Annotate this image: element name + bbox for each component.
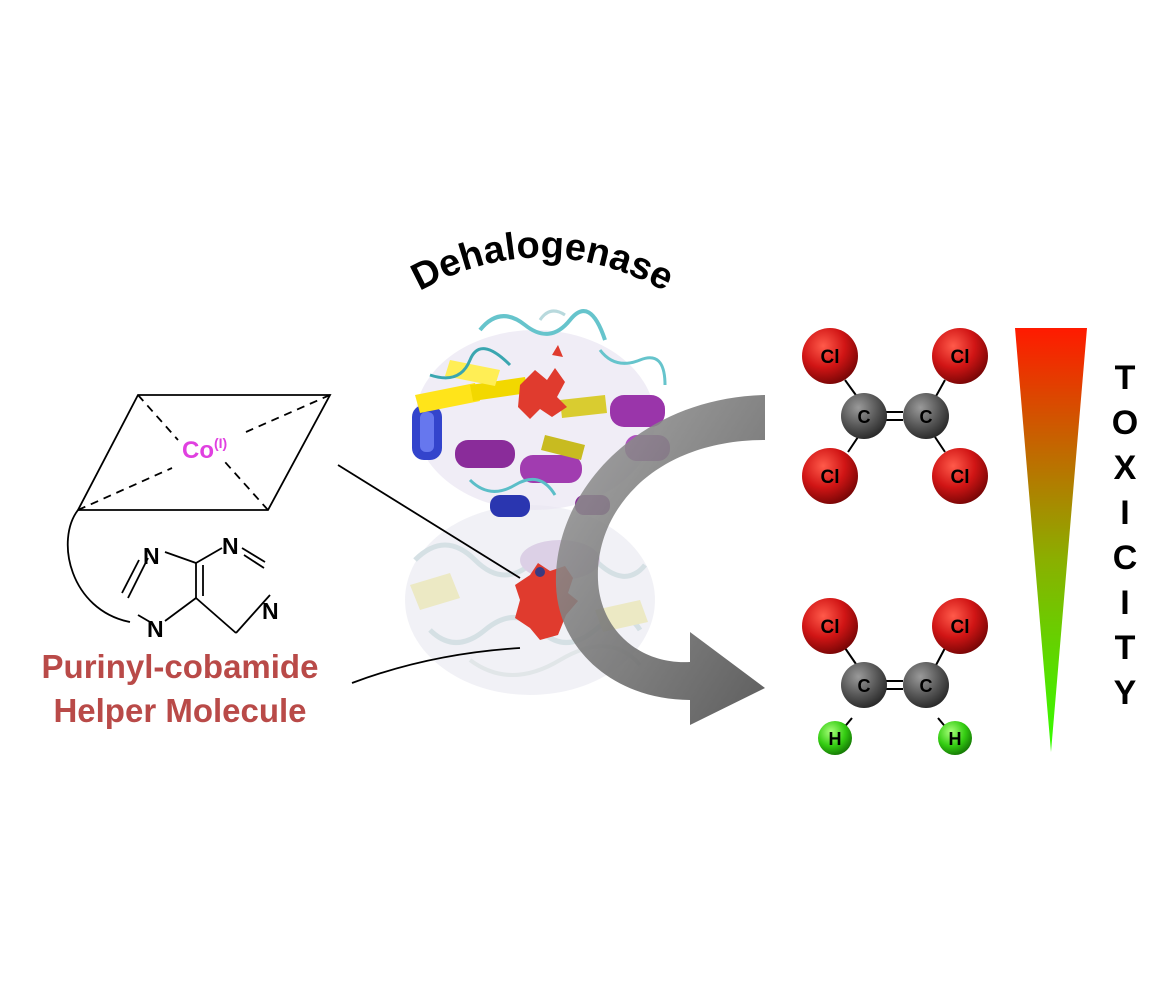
pce-cl-atom bbox=[802, 328, 858, 384]
dce-c-atom bbox=[841, 662, 887, 708]
cobamide-cofactor bbox=[66, 394, 332, 634]
toxicity-letter: X bbox=[1114, 449, 1137, 487]
toxicity-gradient-wedge bbox=[1015, 328, 1087, 752]
cofactor-caption-line2: Helper Molecule bbox=[53, 692, 306, 729]
reaction-arrow bbox=[555, 395, 765, 725]
pce-c-atom bbox=[903, 393, 949, 439]
protein-structure bbox=[405, 309, 670, 695]
dce-c-label: C bbox=[920, 676, 933, 696]
toxicity-letter: O bbox=[1112, 404, 1138, 442]
tether-linker bbox=[66, 509, 131, 623]
toxicity-label: T O X I C I T Y bbox=[1112, 359, 1138, 712]
pointer-line-bottom bbox=[351, 647, 521, 684]
dce-cl-label: Cl bbox=[951, 617, 970, 638]
pointer-line-top bbox=[337, 464, 521, 579]
dce-h-atom bbox=[818, 721, 852, 755]
cobalt-label: Co(I) bbox=[182, 435, 227, 464]
dce-cl-label: Cl bbox=[821, 617, 840, 638]
toxicity-letter: T bbox=[1115, 629, 1136, 667]
pce-c-atom bbox=[841, 393, 887, 439]
toxicity-letter: C bbox=[1113, 539, 1138, 577]
pce-cl-atom bbox=[802, 448, 858, 504]
protein-upper-domain bbox=[412, 309, 670, 517]
cofactor-caption-line1: Purinyl-cobamide bbox=[42, 648, 319, 685]
pce-c-label: C bbox=[920, 407, 933, 427]
purine-n1-label: N bbox=[222, 533, 239, 559]
pce-cl-label: Cl bbox=[821, 347, 840, 368]
toxicity-letter: I bbox=[1120, 584, 1129, 622]
toxicity-letter: Y bbox=[1114, 674, 1137, 712]
dce-c-atom bbox=[903, 662, 949, 708]
dce-h-label: H bbox=[949, 729, 962, 749]
pce-molecule: Cl Cl Cl Cl C C bbox=[802, 328, 988, 504]
pce-cl-atom bbox=[932, 328, 988, 384]
pce-c-label: C bbox=[858, 407, 871, 427]
purine-n7-label: N bbox=[143, 543, 160, 569]
dce-h-label: H bbox=[829, 729, 842, 749]
dce-cl-atom bbox=[802, 598, 858, 654]
dce-cl-atom bbox=[932, 598, 988, 654]
dce-c-label: C bbox=[858, 676, 871, 696]
cis-dce-molecule: Cl Cl C C H H bbox=[802, 598, 988, 755]
purine-n9-label: N bbox=[147, 616, 164, 642]
toxicity-letter: T bbox=[1115, 359, 1136, 397]
pce-cl-label: Cl bbox=[951, 347, 970, 368]
enzyme-title: Dehalogenase bbox=[405, 224, 681, 299]
pce-cl-label: Cl bbox=[951, 467, 970, 488]
purine-n3-label: N bbox=[262, 598, 279, 624]
purine-ring bbox=[121, 547, 271, 634]
dce-h-atom bbox=[938, 721, 972, 755]
toxicity-letter: I bbox=[1120, 494, 1129, 532]
pce-cl-label: Cl bbox=[821, 467, 840, 488]
pce-cl-atom bbox=[932, 448, 988, 504]
